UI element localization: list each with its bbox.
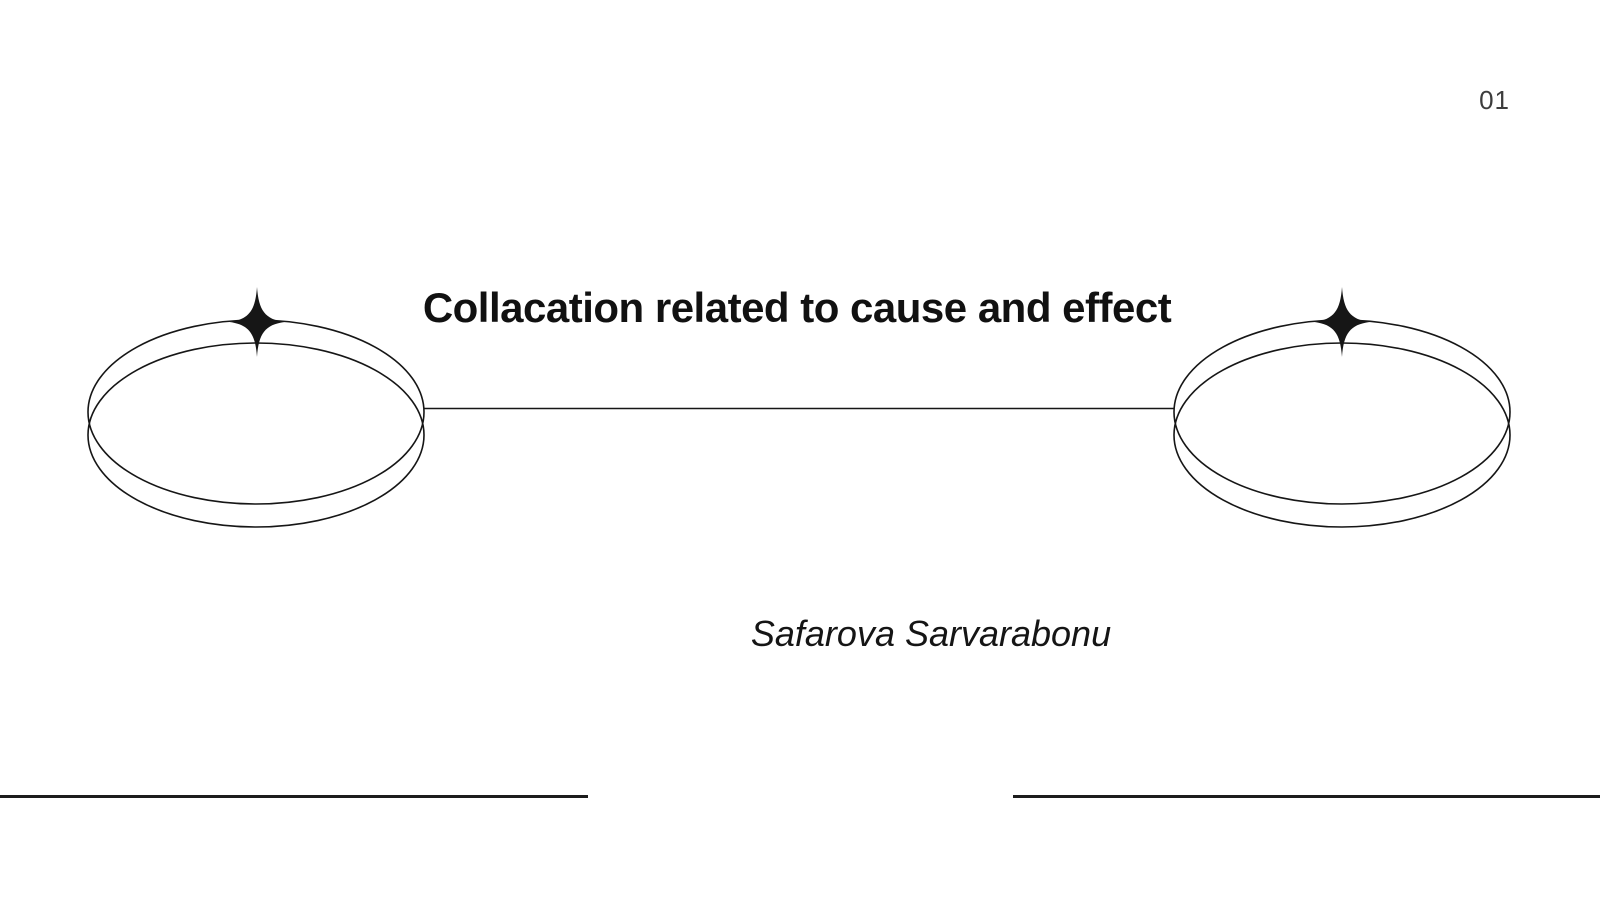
slide-title: Collacation related to cause and effect [422,284,1172,331]
left-ellipse-inner [87,342,425,528]
right-ellipse-inner [1173,342,1511,528]
author-name: Safarova Sarvarabonu [750,613,1112,654]
sparkle-icon [1314,287,1370,357]
sparkle-icon [229,287,285,357]
page-number: 01 [1479,85,1510,115]
